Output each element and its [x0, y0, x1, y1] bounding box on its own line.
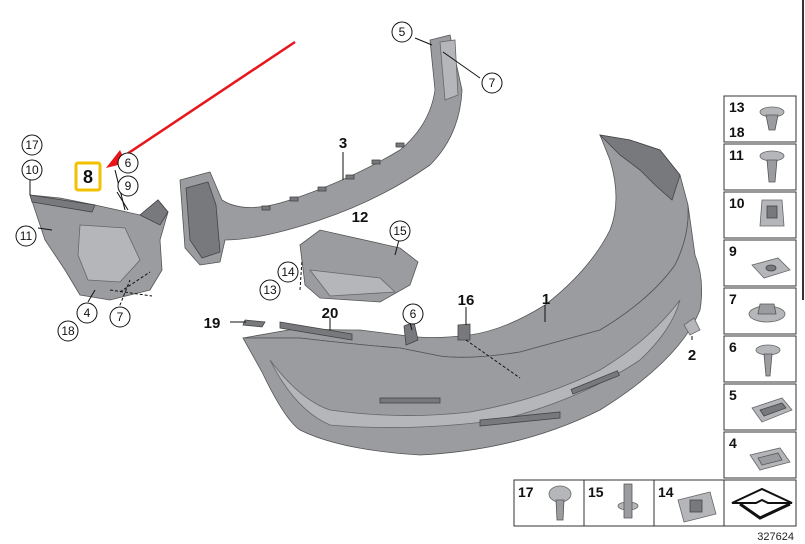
svg-text:14: 14	[281, 265, 295, 279]
svg-text:7: 7	[117, 310, 124, 324]
panel-item-4[interactable]: 4	[723, 431, 797, 479]
callout-1: 1	[542, 291, 550, 308]
diagram-number: 327624	[757, 531, 794, 543]
callout-4: 4	[76, 302, 98, 324]
panel-item-9[interactable]: 9	[723, 239, 797, 287]
clip-nut-icon	[677, 491, 717, 523]
panel-item-6[interactable]: 6	[723, 335, 797, 383]
callout-13: 13	[259, 279, 281, 301]
callout-19: 19	[204, 315, 221, 332]
svg-text:11: 11	[20, 229, 33, 243]
expanding-rivet-icon	[759, 150, 785, 183]
panel-item-7[interactable]: 7	[723, 287, 797, 335]
callout-14: 14	[277, 261, 299, 283]
trim-strip-part-20[interactable]	[279, 321, 353, 341]
svg-text:10: 10	[25, 163, 39, 177]
callout-3: 3	[339, 135, 347, 152]
panel-item-10[interactable]: 10	[723, 191, 797, 239]
clip-nut-icon	[759, 199, 785, 227]
panel-item-5[interactable]: 5	[723, 383, 797, 431]
svg-text:14: 14	[658, 484, 674, 500]
spring-clip-icon	[751, 397, 793, 423]
bracket-part-12[interactable]	[299, 229, 419, 303]
pointer-arrow	[106, 40, 296, 168]
bracket-part-8[interactable]	[29, 194, 169, 301]
callout-5: 5	[391, 21, 413, 43]
panel-item-11[interactable]: 11	[723, 143, 797, 191]
panel-item-13-18[interactable]: 13 18	[723, 95, 797, 143]
svg-text:5: 5	[399, 25, 406, 39]
sheet-nut-icon	[749, 447, 791, 471]
push-clip-icon	[759, 106, 785, 131]
callout-17: 17	[21, 134, 43, 156]
panel-item-17[interactable]: 17	[513, 479, 585, 527]
leader-lines	[29, 37, 693, 379]
callout-16: 16	[458, 292, 475, 309]
callout-10: 10	[21, 159, 43, 181]
svg-text:4: 4	[729, 435, 737, 451]
svg-text:9: 9	[729, 243, 737, 259]
svg-text:15: 15	[393, 224, 407, 238]
svg-text:6: 6	[410, 307, 417, 321]
svg-text:18: 18	[729, 124, 745, 140]
highlight-part-8[interactable]: 8	[74, 161, 102, 192]
svg-text:10: 10	[729, 195, 745, 211]
callout-9: 9	[117, 175, 139, 197]
svg-text:9: 9	[125, 179, 132, 193]
clip-part-19[interactable]	[242, 319, 266, 328]
stud-screw-icon	[617, 483, 639, 519]
side-hardware-panel: 13 18 11 10 9	[723, 95, 797, 479]
circled-callouts: 17 10 11 6 9 4 18 7 5 7 15 14 13 6	[15, 21, 503, 342]
svg-text:13: 13	[729, 99, 745, 115]
svg-text:18: 18	[61, 324, 75, 338]
svg-text:5: 5	[729, 387, 737, 403]
panel-item-direction	[723, 479, 797, 527]
svg-text:17: 17	[25, 138, 39, 152]
plain-callouts: 3 12 19 20 16 1 2	[204, 135, 697, 364]
svg-text:6: 6	[729, 339, 737, 355]
cap-part-2[interactable]	[683, 317, 701, 336]
callout-20: 20	[322, 305, 339, 322]
svg-text:13: 13	[263, 283, 277, 297]
square-nut-icon	[751, 257, 791, 279]
svg-text:7: 7	[489, 76, 496, 90]
callout-12: 12	[352, 209, 369, 226]
svg-text:7: 7	[729, 291, 737, 307]
callout-7-top: 7	[481, 72, 503, 94]
bumper-carrier-part-3[interactable]	[179, 34, 463, 266]
callout-11: 11	[15, 225, 37, 247]
bracket-part-16[interactable]	[457, 323, 471, 341]
highlight-label: 8	[83, 167, 93, 187]
bottom-hardware-panel: 17 15 14	[513, 479, 797, 527]
svg-text:4: 4	[84, 306, 91, 320]
callout-6-left: 6	[117, 152, 139, 174]
svg-text:17: 17	[518, 484, 534, 500]
panel-item-15[interactable]: 15	[583, 479, 655, 527]
callout-15: 15	[389, 220, 411, 242]
svg-text:11: 11	[729, 147, 744, 163]
callout-7-left: 7	[109, 306, 131, 328]
panel-item-14[interactable]: 14	[653, 479, 725, 527]
callout-2: 2	[688, 347, 696, 364]
callout-6-lower: 6	[402, 303, 424, 325]
direction-symbol-icon	[731, 487, 793, 520]
callout-18: 18	[57, 320, 79, 342]
bumper-cover-part-1[interactable]	[242, 134, 703, 456]
flange-screw-icon	[755, 344, 781, 377]
torx-bolt-icon	[548, 485, 572, 521]
svg-text:15: 15	[588, 484, 604, 500]
hex-nut-icon	[748, 303, 786, 323]
svg-text:6: 6	[125, 156, 132, 170]
